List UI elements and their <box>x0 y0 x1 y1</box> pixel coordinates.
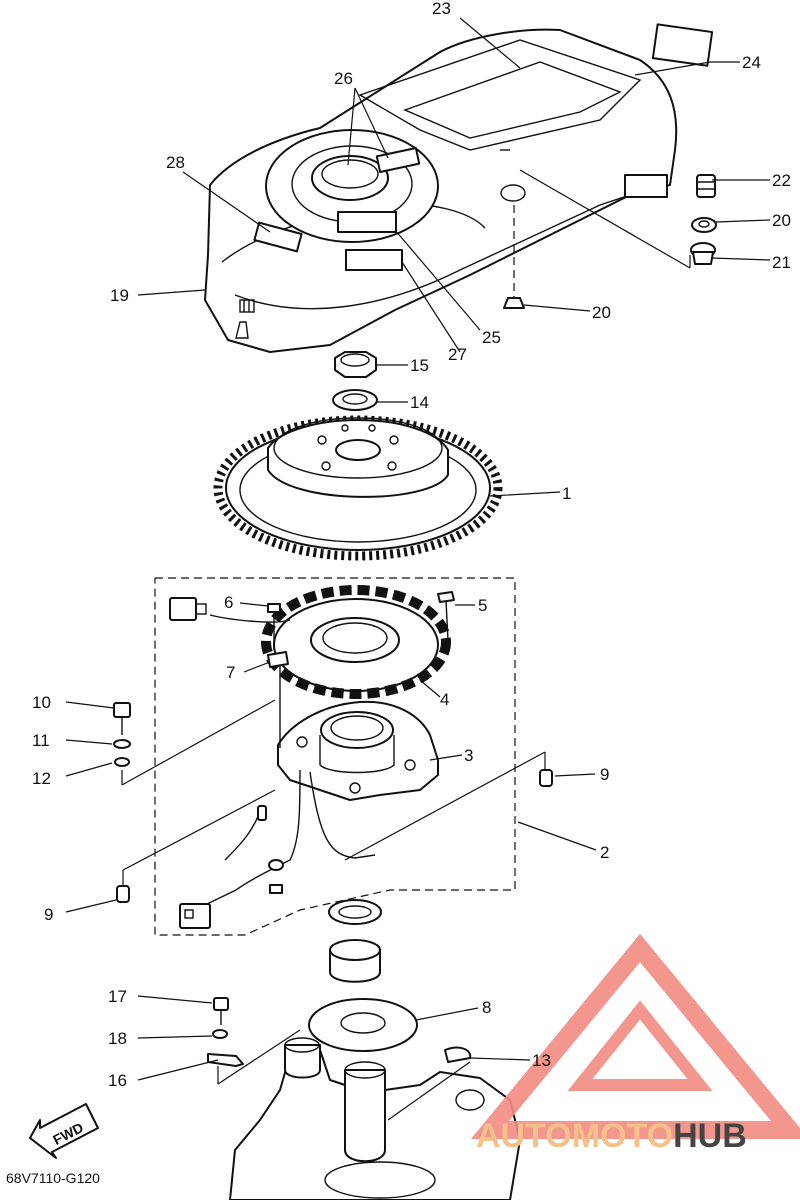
callout-numbers: 23 24 26 28 22 20 21 19 20 25 27 15 14 1… <box>32 0 791 1090</box>
callout-26: 26 <box>334 69 353 88</box>
callout-20a: 20 <box>772 211 791 230</box>
callout-14: 14 <box>410 393 429 412</box>
flywheel-magneto <box>213 415 503 561</box>
diagram-code: 68V7110-G120 <box>6 1170 100 1186</box>
callout-3: 3 <box>464 746 473 765</box>
small-fasteners <box>207 997 244 1084</box>
callout-13: 13 <box>532 1051 551 1070</box>
callout-11: 11 <box>32 731 50 750</box>
callout-4: 4 <box>440 690 449 709</box>
callout-21: 21 <box>772 253 791 272</box>
callout-27: 27 <box>448 345 467 364</box>
callout-28: 28 <box>166 153 185 172</box>
callout-10: 10 <box>32 693 51 712</box>
bushing-and-hub <box>328 899 382 983</box>
callout-2: 2 <box>600 843 609 862</box>
stator-coil <box>169 585 451 699</box>
callout-20b: 20 <box>592 303 611 322</box>
callout-9a: 9 <box>600 765 609 784</box>
fwd-arrow-icon: FWD <box>29 1103 99 1159</box>
callout-1: 1 <box>562 484 571 503</box>
callout-22: 22 <box>772 171 791 190</box>
cover-fasteners <box>503 174 717 309</box>
callout-24: 24 <box>742 53 761 72</box>
callout-15: 15 <box>410 356 429 375</box>
callout-5: 5 <box>478 596 487 615</box>
callout-9b: 9 <box>44 905 53 924</box>
callout-16: 16 <box>108 1071 127 1090</box>
timing-plate <box>308 998 472 1063</box>
flywheel-cover <box>204 23 714 353</box>
crankcase <box>229 1037 521 1200</box>
callout-6: 6 <box>224 593 233 612</box>
wire-harness <box>179 769 376 929</box>
callout-8: 8 <box>482 998 491 1017</box>
callout-23: 23 <box>432 0 451 18</box>
base-screws <box>113 699 276 786</box>
stator-bolts <box>267 591 455 668</box>
dowel-pins <box>116 769 553 903</box>
callout-7: 7 <box>226 663 235 682</box>
leader-lines <box>65 17 771 1085</box>
flywheel-nut-and-washer <box>332 351 378 411</box>
pulser-coil-base <box>277 665 439 801</box>
callout-17: 17 <box>108 987 127 1006</box>
callout-18: 18 <box>108 1029 127 1048</box>
callout-12: 12 <box>32 769 51 788</box>
callout-25: 25 <box>482 328 501 347</box>
svg-text:AUTOMOTOHUB: AUTOMOTOHUB <box>476 1117 747 1155</box>
callout-19: 19 <box>110 286 129 305</box>
automotohub-watermark: AUTOMOTOHUB <box>470 933 800 1155</box>
